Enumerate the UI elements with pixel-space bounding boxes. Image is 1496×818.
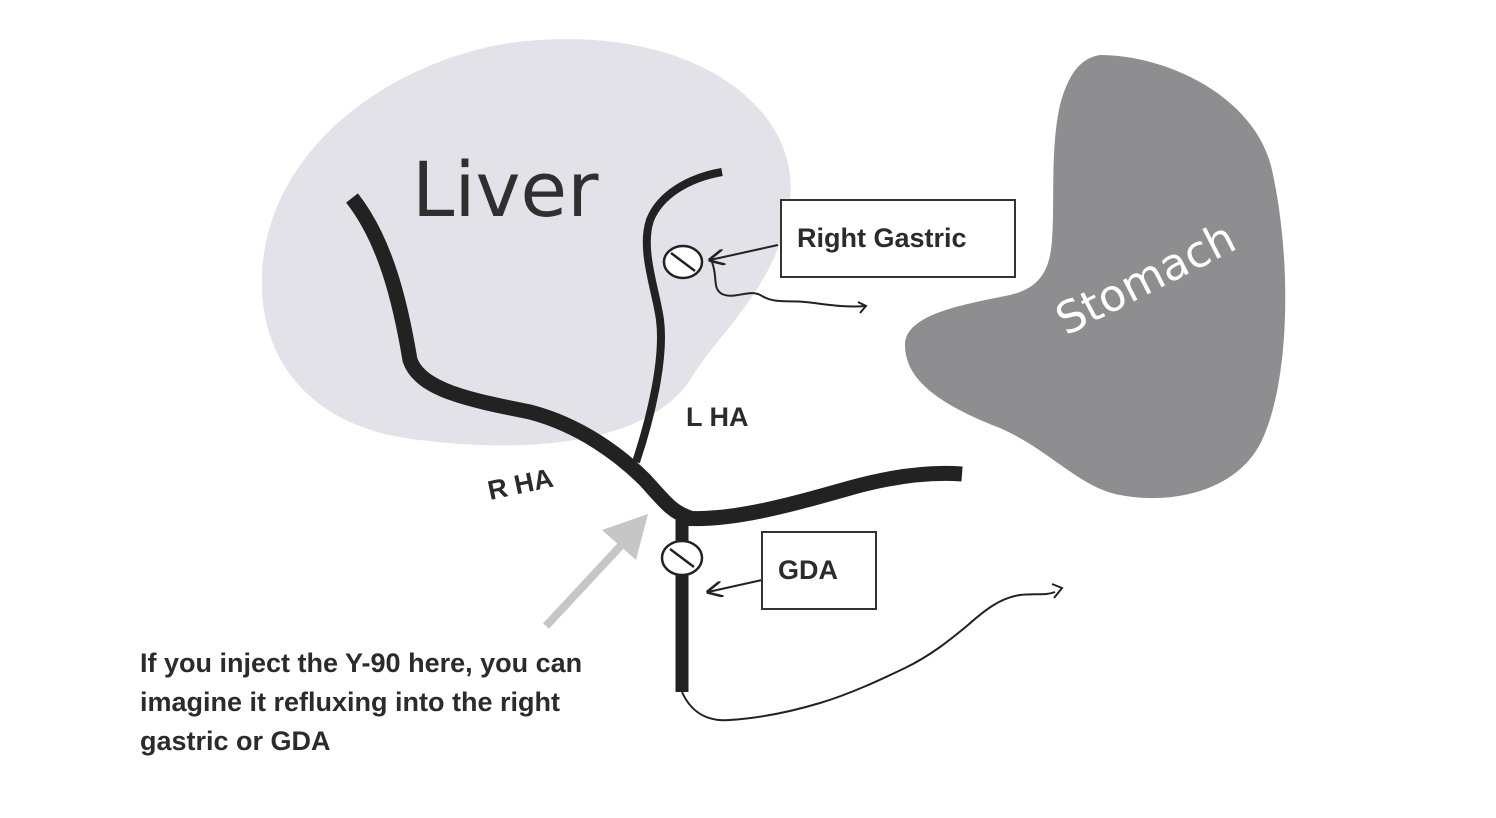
note-line: If you inject the Y-90 here, you can — [140, 648, 582, 678]
right-gastric-label: Right Gastric — [797, 223, 967, 253]
left-hepatic-label: L HA — [686, 402, 749, 432]
left-hepatic-artery — [632, 168, 723, 464]
right-gastric-pointer — [710, 244, 779, 260]
right-hepatic-label: R HA — [485, 463, 556, 506]
gda-branch-tip — [1051, 583, 1064, 599]
injection-note: If you inject the Y-90 here, you can ima… — [140, 648, 586, 756]
note-line: imagine it refluxing into the right — [140, 687, 560, 717]
gda-label: GDA — [778, 555, 838, 585]
right-hepatic-artery — [346, 193, 693, 526]
gda-callout: GDA — [761, 531, 877, 610]
gda-coil — [660, 539, 704, 577]
gda-pointer — [708, 579, 763, 592]
liver-shape — [261, 39, 791, 446]
common-hepatic-artery — [681, 465, 963, 527]
right-gastric-callout: Right Gastric — [780, 199, 1016, 278]
gda-branch — [681, 591, 1056, 722]
note-line: gastric or GDA — [140, 726, 331, 756]
right-gastric-coil — [662, 244, 704, 280]
stomach-shape — [905, 55, 1286, 499]
liver-label: Liver — [412, 145, 599, 234]
right-gastric-branch — [711, 261, 867, 308]
injection-arrow — [543, 514, 648, 629]
right-gastric-branch-tip — [857, 301, 868, 314]
